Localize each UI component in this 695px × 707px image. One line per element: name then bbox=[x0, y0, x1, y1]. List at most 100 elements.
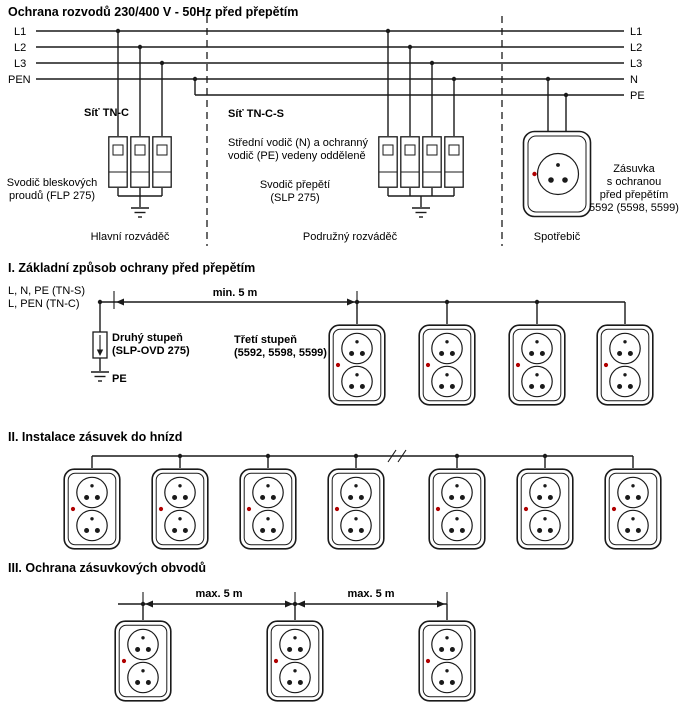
label-l2-right: L2 bbox=[630, 42, 642, 54]
junction-dot bbox=[444, 299, 450, 305]
dimension-label-min5m: min. 5 m bbox=[213, 287, 258, 299]
feed-label-tnc: L, PEN (TN-C) bbox=[8, 298, 80, 310]
double-socket bbox=[428, 468, 486, 550]
section3-wiring: max. 5 m max. 5 m bbox=[118, 588, 448, 620]
double-socket bbox=[508, 324, 566, 406]
label-net-tnc: Síť TN-C bbox=[84, 107, 129, 119]
break-mark bbox=[397, 449, 407, 463]
junction-dot bbox=[353, 453, 359, 459]
label-l1-left: L1 bbox=[14, 26, 26, 38]
ground-symbol bbox=[90, 371, 110, 382]
double-socket bbox=[516, 468, 574, 550]
note-separated-1: Střední vodič (N) a ochranný bbox=[228, 137, 369, 149]
note-separated-2: vodič (PE) vedeny odděleně bbox=[228, 150, 366, 162]
label-pen-left: PEN bbox=[8, 74, 31, 86]
double-socket bbox=[418, 324, 476, 406]
label-stage3-1: Třetí stupeň bbox=[234, 334, 297, 346]
surge-module bbox=[130, 136, 150, 188]
label-l3-right: L3 bbox=[630, 58, 642, 70]
label-l3-left: L3 bbox=[14, 58, 26, 70]
arrowhead-right bbox=[285, 600, 293, 608]
label-pe: PE bbox=[112, 373, 127, 385]
junction-dot bbox=[429, 60, 435, 66]
ground-symbol bbox=[411, 207, 431, 218]
double-socket bbox=[604, 468, 662, 550]
section2-sockets bbox=[63, 468, 662, 550]
label-l1-right: L1 bbox=[630, 26, 642, 38]
single-socket bbox=[522, 130, 592, 218]
arrester-block-tncs bbox=[378, 28, 464, 218]
label-net-tncs: Síť TN-C-S bbox=[228, 108, 284, 120]
section2-heading: II. Instalace zásuvek do hnízd bbox=[8, 430, 182, 444]
arrowhead-left bbox=[145, 600, 153, 608]
double-socket bbox=[596, 324, 654, 406]
label-stage3-2: (5592, 5598, 5599) bbox=[234, 347, 327, 359]
feed-label-tns: L, N, PE (TN-S) bbox=[8, 285, 85, 297]
arrowhead-left bbox=[297, 600, 305, 608]
double-socket bbox=[327, 468, 385, 550]
label-slp-2: (SLP 275) bbox=[270, 192, 319, 204]
double-socket bbox=[328, 324, 386, 406]
dimension-label-max5m-2: max. 5 m bbox=[347, 588, 394, 600]
section-separators bbox=[206, 16, 503, 246]
protected-socket-unit bbox=[522, 76, 592, 218]
junction-dot bbox=[563, 92, 569, 98]
section2-wiring bbox=[91, 449, 634, 468]
label-pe-right: PE bbox=[630, 90, 645, 102]
arrester-block-tnc bbox=[108, 28, 172, 218]
junction-dot bbox=[159, 60, 165, 66]
double-socket bbox=[151, 468, 209, 550]
top-texts: Síť TN-C Síť TN-C-S Střední vodič (N) a … bbox=[7, 107, 679, 243]
label-main-panel: Hlavní rozváděč bbox=[91, 231, 170, 243]
section1-wiring: min. 5 m bbox=[90, 287, 626, 382]
junction-dot bbox=[454, 453, 460, 459]
label-stage2-1: Druhý stupeň bbox=[112, 332, 183, 344]
section1-texts: Druhý stupeň (SLP-OVD 275) PE Třetí stup… bbox=[112, 332, 327, 385]
junction-dot bbox=[542, 453, 548, 459]
socket-caption-1: Zásuvka bbox=[613, 163, 655, 175]
top-bus-labels: L1 L2 L3 PEN L1 L2 L3 N PE bbox=[8, 26, 645, 102]
socket-caption-2: s ochranou bbox=[607, 176, 661, 188]
arrowhead-right bbox=[347, 298, 355, 306]
surge-module bbox=[378, 136, 398, 188]
section3-heading: III. Ochrana zásuvkových obvodů bbox=[8, 561, 206, 575]
top-bus-lines bbox=[36, 30, 624, 96]
section3-sockets bbox=[114, 620, 476, 702]
page-title: Ochrana rozvodů 230/400 V - 50Hz před př… bbox=[8, 5, 298, 19]
junction-dot bbox=[407, 44, 413, 50]
surge-module bbox=[422, 136, 442, 188]
double-socket bbox=[114, 620, 172, 702]
junction-dot bbox=[137, 44, 143, 50]
junction-dot bbox=[265, 453, 271, 459]
arrester-arrow-head bbox=[96, 349, 104, 356]
label-slp-1: Svodič přepětí bbox=[260, 179, 330, 191]
junction-dot bbox=[115, 28, 121, 34]
double-socket bbox=[63, 468, 121, 550]
label-consumer: Spotřebič bbox=[534, 231, 581, 243]
surge-module bbox=[444, 136, 464, 188]
dimension-label-max5m-1: max. 5 m bbox=[195, 588, 242, 600]
socket-caption-3: před přepětím bbox=[600, 189, 668, 201]
label-stage2-2: (SLP-OVD 275) bbox=[112, 345, 190, 357]
label-flp-1: Svodič bleskových bbox=[7, 177, 98, 189]
double-socket bbox=[266, 620, 324, 702]
section1-sockets bbox=[328, 324, 654, 406]
junction-dot bbox=[451, 76, 457, 82]
label-flp-2: proudů (FLP 275) bbox=[9, 190, 95, 202]
arrowhead-left bbox=[116, 298, 124, 306]
ground-symbol bbox=[130, 207, 150, 218]
junction-dot bbox=[177, 453, 183, 459]
double-socket bbox=[239, 468, 297, 550]
surge-module bbox=[152, 136, 172, 188]
socket-caption-4: 5592 (5598, 5599) bbox=[589, 202, 679, 214]
double-socket bbox=[418, 620, 476, 702]
surge-module bbox=[400, 136, 420, 188]
junction-dot bbox=[385, 28, 391, 34]
junction-dot bbox=[545, 76, 551, 82]
junction-dot bbox=[192, 76, 198, 82]
label-n-right: N bbox=[630, 74, 638, 86]
junction-dot bbox=[534, 299, 540, 305]
arrowhead-right bbox=[437, 600, 445, 608]
